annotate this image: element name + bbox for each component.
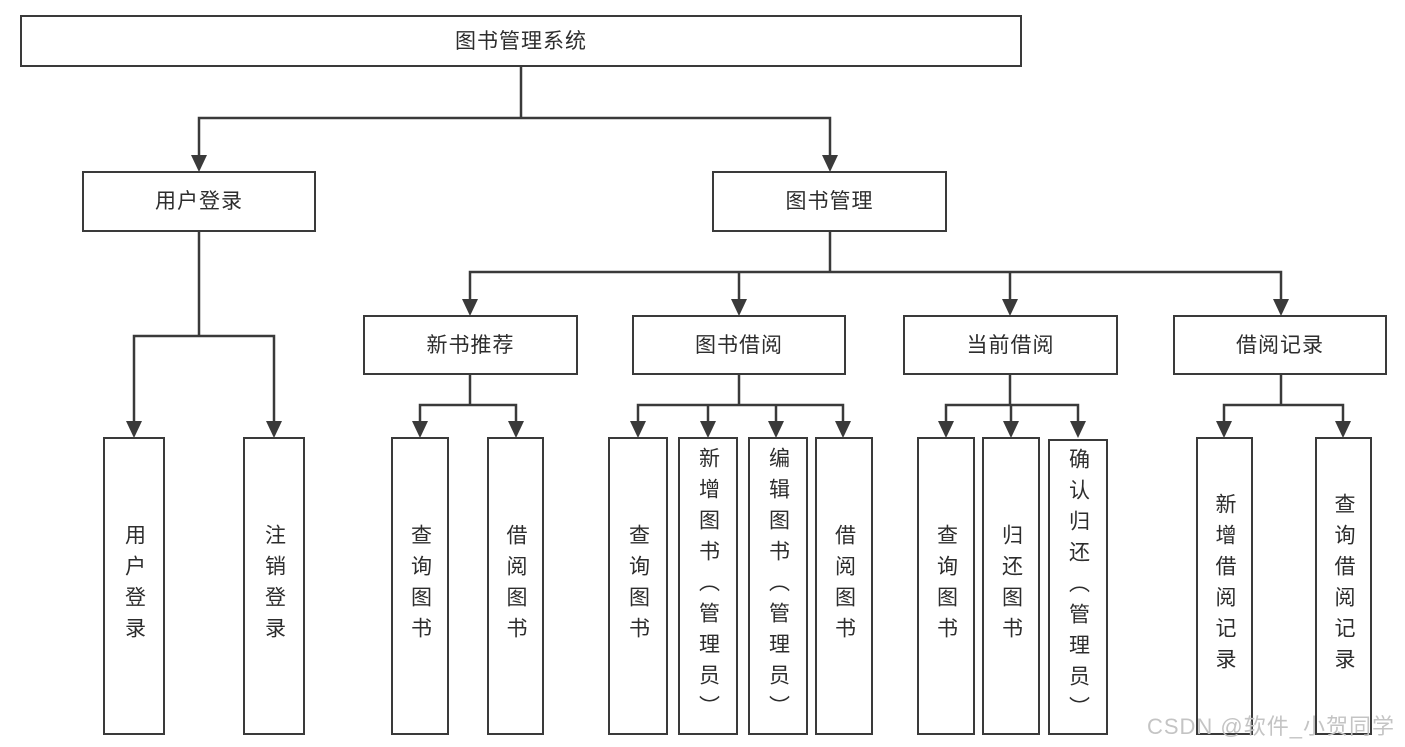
leaf-query-books-current: 查询图书: [917, 437, 975, 735]
leaf-borrow-books-recommendation: 借阅图书: [487, 437, 544, 735]
leaf-logout: 注销登录: [243, 437, 305, 735]
node-borrowing-records: 借阅记录: [1173, 315, 1387, 375]
node-library-management-system: 图书管理系统: [20, 15, 1022, 67]
leaf-user-login: 用户登录: [103, 437, 165, 735]
leaf-borrow-books-borrowing: 借阅图书: [815, 437, 873, 735]
node-user-login: 用户登录: [82, 171, 316, 232]
leaf-add-borrowing-record: 新增借阅记录: [1196, 437, 1253, 735]
leaf-query-books-recommendation: 查询图书: [391, 437, 449, 735]
node-book-borrowing: 图书借阅: [632, 315, 846, 375]
leaf-query-books-borrowing: 查询图书: [608, 437, 668, 735]
leaf-edit-books-admin: 编辑图书（管理员）: [748, 437, 808, 735]
leaf-confirm-return-admin: 确认归还（管理员）: [1048, 439, 1108, 735]
node-current-borrowing: 当前借阅: [903, 315, 1118, 375]
leaf-add-books-admin: 新增图书（管理员）: [678, 437, 738, 735]
leaf-return-books: 归还图书: [982, 437, 1040, 735]
leaf-query-borrowing-record: 查询借阅记录: [1315, 437, 1372, 735]
node-new-book-recommendation: 新书推荐: [363, 315, 578, 375]
node-book-management: 图书管理: [712, 171, 947, 232]
csdn-watermark: CSDN @软件_小贺同学: [1146, 714, 1395, 739]
